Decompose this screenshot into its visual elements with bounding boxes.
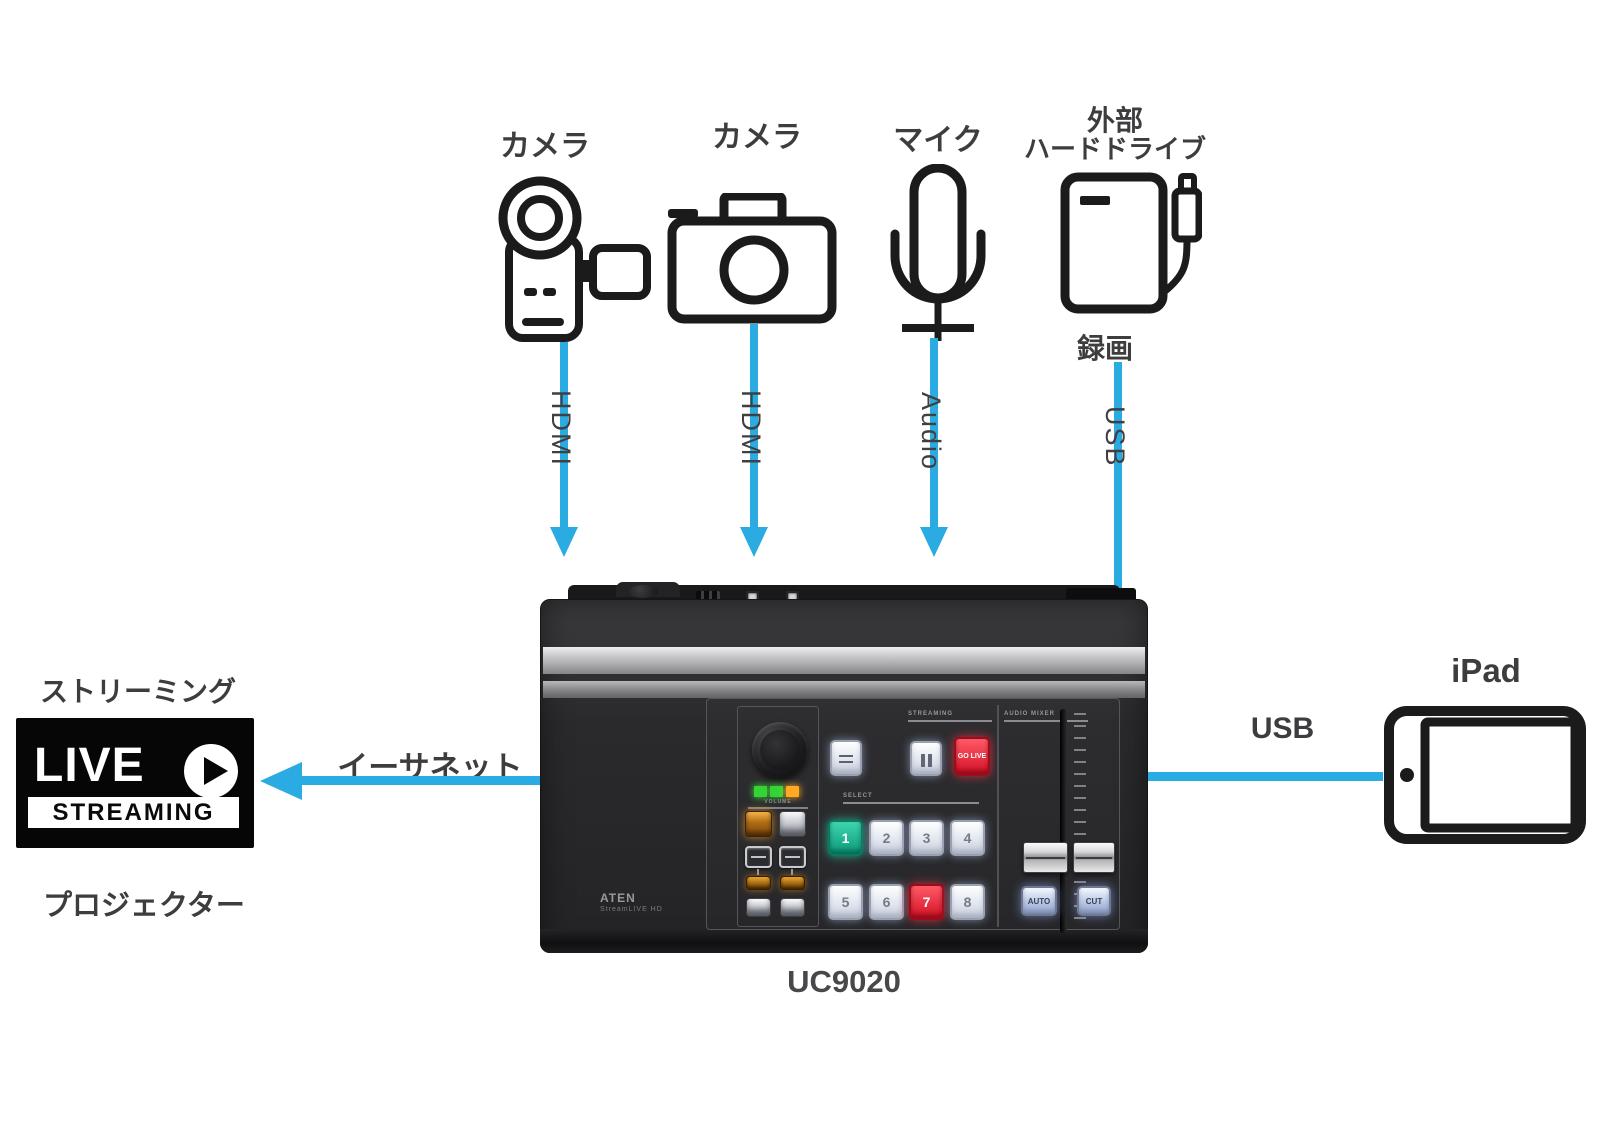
hard-drive-label-line1: 外部 [1086,105,1143,136]
led-indicator [754,786,767,797]
usb-label-top: USB [1100,406,1130,468]
badge-live-text: LIVE [34,739,145,792]
select-button-7[interactable]: 7 [909,884,944,920]
hdmi-label-1: HDMI [546,390,576,467]
pause-button[interactable] [910,741,942,776]
go-live-label: GO LIVE [957,753,987,760]
fader-slot [1060,709,1067,933]
rear-connector [696,591,720,602]
live-streaming-badge: LIVE STREAMING [16,718,254,848]
camera-label: カメラ [712,121,802,154]
hdmi-cable-2 [750,324,758,527]
select-button-8[interactable]: 8 [950,884,985,920]
arrow-down-icon [550,527,578,557]
select-button-2[interactable]: 2 [869,820,904,856]
go-live-button[interactable]: GO LIVE [954,737,990,776]
ethernet-cable [300,776,540,785]
fader-handle[interactable] [1073,842,1115,873]
device-silver-stripe [543,647,1145,674]
camcorder-icon [498,176,651,342]
fader-handle[interactable] [1023,842,1068,873]
audio-section-label: AUDIO MIXER [1004,711,1088,722]
panel-button[interactable] [745,846,772,868]
product-name: StreamLIVE HD [600,906,663,913]
volume-section-label: VOLUME [764,799,792,805]
select-button-4[interactable]: 4 [950,820,985,856]
auto-button[interactable]: AUTO [1021,886,1057,916]
fader-scale [1074,713,1086,927]
pic-button[interactable] [830,740,862,776]
left-subpanel [737,706,819,927]
usb-cable-right [1148,772,1383,781]
led-indicator [770,786,783,797]
camcorder-label: カメラ [500,130,590,163]
projector-label: プロジェクター [43,890,245,922]
panel-button[interactable] [745,811,772,837]
recording-caption: 録画 [1076,333,1133,364]
ipad-label: iPad [1451,652,1521,689]
hard-drive-label-line2: ハードドライブ [1023,134,1206,164]
arrow-down-icon [740,527,768,557]
button-link-line [757,869,759,875]
camera-icon [667,193,837,324]
volume-knob[interactable] [752,722,808,778]
hdmi-cable-1 [560,342,568,527]
ipad-icon [1384,706,1586,844]
cut-button[interactable]: CUT [1077,886,1111,916]
model-label: UC9020 [787,964,901,999]
hdmi-label-2: HDMI [736,390,766,467]
panel-button[interactable] [780,898,805,917]
select-button-1[interactable]: 1 [828,820,863,856]
usb-cable-top [1114,362,1122,590]
play-triangle-icon [204,757,228,785]
streaming-section-label: STREAMING [908,711,992,722]
level-meter [754,786,799,797]
volume-section-underline [748,807,808,809]
arrow-left-icon [260,762,302,800]
device-gray-stripe [543,681,1145,698]
arrow-down-icon [920,527,948,557]
usb-label-right: USB [1250,712,1315,745]
play-icon [184,744,238,798]
panel-button[interactable] [746,898,771,917]
select-button-3[interactable]: 3 [909,820,944,856]
section-divider [997,705,999,927]
led-indicator [786,786,799,797]
select-section-label: SELECT [843,793,979,804]
aten-logo: ATEN [600,891,636,905]
pic-glyph-icon [839,755,853,765]
uc9020-device: VOLUME STREAMING GO LIVE SELECT 1 2 3 4 … [540,582,1148,955]
button-link-line [791,869,793,875]
badge-streaming-text: STREAMING [28,797,239,828]
select-button-5[interactable]: 5 [828,884,863,920]
device-bottom-edge [540,929,1148,953]
microphone-label: マイク [893,124,983,157]
panel-button[interactable] [779,846,806,868]
audio-label: Audio [916,392,946,472]
audio-cable [930,338,938,527]
hard-drive-icon [1060,172,1202,314]
panel-button[interactable] [780,876,805,890]
panel-button[interactable] [746,876,771,890]
select-button-6[interactable]: 6 [869,884,904,920]
streaming-title: ストリーミング [40,676,237,707]
pause-icon [920,754,932,767]
control-panel [706,698,1120,930]
microphone-icon [890,164,986,341]
panel-button[interactable] [779,811,806,837]
rear-knob [628,585,658,598]
